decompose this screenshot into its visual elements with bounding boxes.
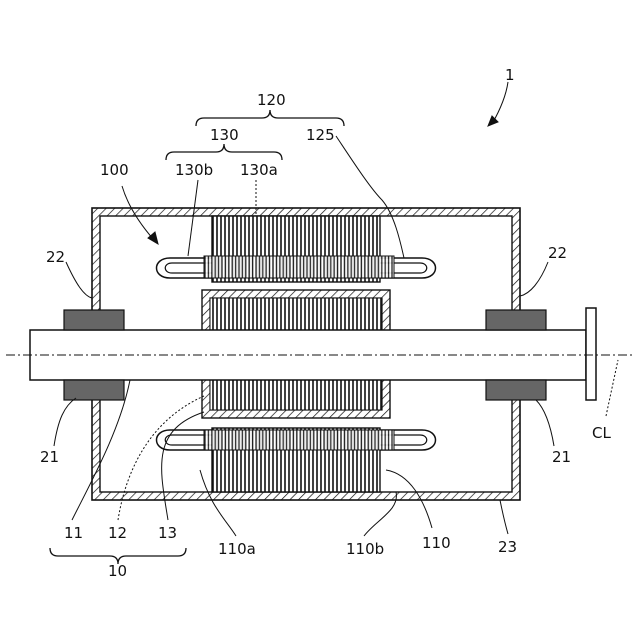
label-core: 110 [422,534,451,552]
label-core-b: 110b [346,540,384,558]
upper-coil-ends [157,256,436,278]
label-bracket-right: 22 [548,244,567,262]
label-stator-group: 120 [257,91,286,109]
label-rotor: 10 [108,562,127,580]
lower-coil-ends [157,430,436,450]
label-coil-part-a: 130a [240,161,278,179]
label-core-a: 110a [218,540,256,558]
label-coil-end-b: 130b [175,161,213,179]
label-motor: 1 [505,66,515,84]
label-rotor-core: 12 [108,524,127,542]
label-coil-assembly: 130 [210,126,239,144]
label-bearing-left: 21 [40,448,59,466]
label-magnet: 13 [158,524,177,542]
label-stator: 100 [100,161,129,179]
label-coil-end: 125 [306,126,335,144]
label-bearing-right: 21 [552,448,571,466]
label-frame: 23 [498,538,517,556]
label-center-line: CL [592,424,611,442]
label-shaft: 11 [64,524,83,542]
label-bracket-left: 22 [46,248,65,266]
